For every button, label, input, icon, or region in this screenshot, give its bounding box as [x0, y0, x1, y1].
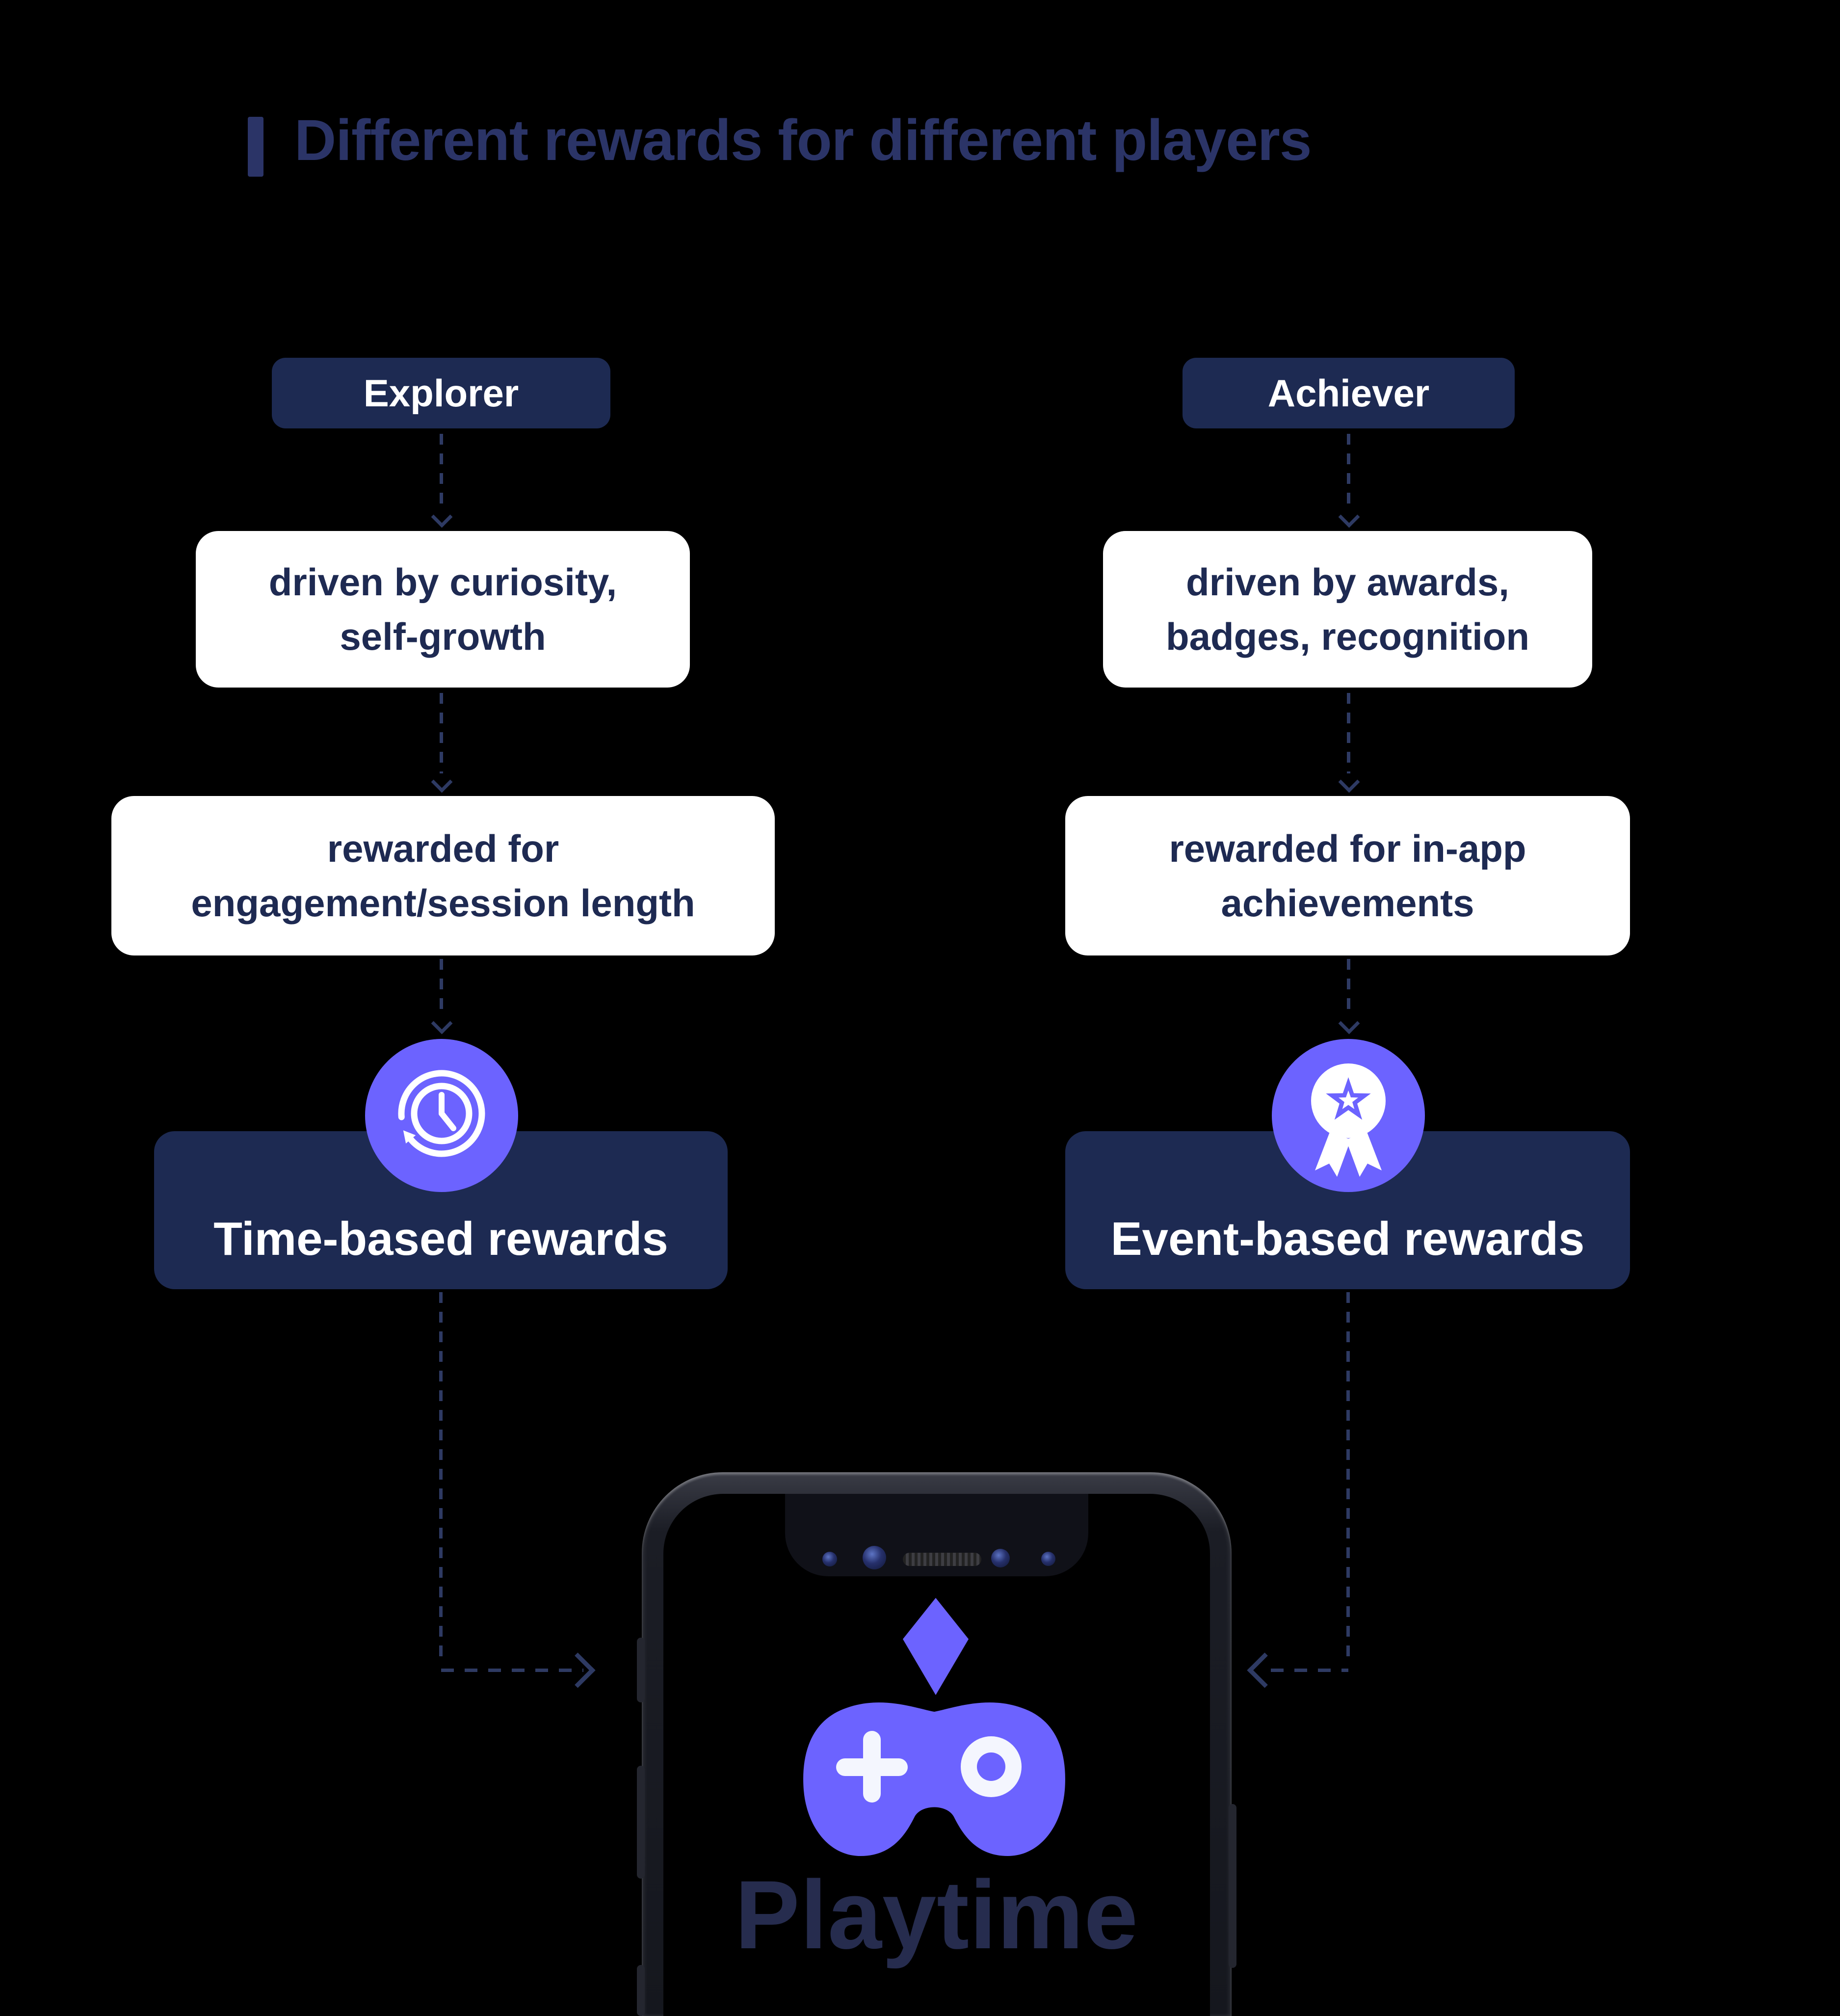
reward-label: Time-based rewards [213, 1213, 668, 1265]
dashed-path-to-phone [1346, 1292, 1350, 1665]
player-type-pill-achiever: Achiever [1183, 358, 1515, 428]
phone-notch [785, 1494, 1088, 1576]
camera-dot-icon [991, 1549, 1010, 1567]
medal-star-icon [1272, 1039, 1425, 1192]
gamepad-icon [803, 1702, 1065, 1856]
pill-label: Achiever [1267, 371, 1430, 415]
phone-side-button [637, 1766, 645, 1879]
card-line: rewarded for [327, 826, 559, 870]
step-card-explorer-reward-basis: rewarded for engagement/session length [111, 796, 775, 955]
card-line: engagement/session length [191, 881, 695, 925]
arrow-down-icon [431, 771, 453, 793]
reward-label: Event-based rewards [1110, 1213, 1585, 1265]
card-line: achievements [1221, 881, 1474, 925]
arrow-right-icon [560, 1652, 596, 1688]
dashed-connector [1347, 693, 1350, 773]
app-wordmark: Playtime [735, 1860, 1139, 1969]
title-accent-bar [248, 117, 263, 177]
dashed-connector [1347, 959, 1350, 1016]
dashed-connector [1347, 434, 1350, 512]
arrow-down-icon [1338, 506, 1360, 528]
camera-dot-icon [822, 1552, 837, 1566]
camera-dot-icon [863, 1546, 886, 1569]
dashed-path-to-phone [439, 1292, 443, 1665]
player-type-pill-explorer: Explorer [272, 358, 610, 428]
dashed-path-to-phone [1271, 1669, 1348, 1672]
camera-dot-icon [1041, 1552, 1055, 1566]
dashed-connector [440, 434, 443, 512]
speaker-grille [903, 1553, 981, 1566]
step-card-achiever-motivation: driven by awards, badges, recognition [1103, 531, 1592, 688]
arrow-down-icon [1338, 771, 1360, 793]
card-line: badges, recognition [1165, 614, 1530, 658]
arrow-down-icon [431, 1012, 453, 1035]
card-line: driven by awards, [1186, 560, 1509, 604]
diamond-icon [903, 1598, 969, 1695]
step-card-achiever-reward-basis: rewarded for in-app achievements [1065, 796, 1630, 955]
arrow-left-icon [1247, 1652, 1283, 1688]
page-title: Different rewards for different players [294, 108, 1312, 173]
dashed-connector [440, 959, 443, 1016]
reward-box-event-based: Event-based rewards [1065, 1131, 1630, 1289]
pill-label: Explorer [363, 371, 519, 415]
card-line: rewarded for in-app [1169, 826, 1526, 870]
card-line: driven by curiosity, [268, 560, 617, 604]
arrow-down-icon [431, 506, 453, 528]
dashed-path-to-phone [441, 1669, 583, 1672]
dashed-connector [440, 693, 443, 773]
phone-side-button [1229, 1804, 1236, 1968]
clock-history-icon [365, 1039, 518, 1192]
phone-side-button [637, 1965, 645, 2016]
phone-side-button [637, 1638, 645, 1702]
step-card-explorer-motivation: driven by curiosity, self-growth [196, 531, 690, 688]
card-line: self-growth [340, 614, 546, 658]
arrow-down-icon [1338, 1012, 1360, 1035]
